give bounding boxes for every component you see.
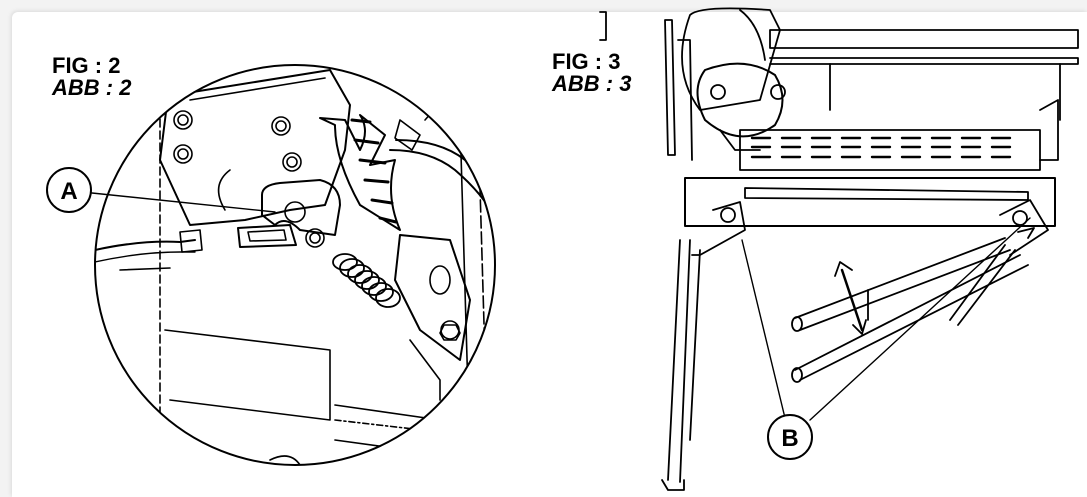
callout-a-text: A (60, 178, 77, 205)
callout-b-text: B (781, 425, 798, 452)
callout-a: A (46, 167, 276, 213)
figure-3-abb: ABB : 3 (552, 71, 632, 96)
callout-b: B (741, 217, 1031, 460)
figure-3-label: FIG : 3 ABB : 3 (552, 51, 631, 95)
figure-2-detail (94, 64, 496, 466)
bolt-icon (173, 110, 325, 248)
figure-2-abb: ABB : 2 (52, 75, 132, 100)
figure-3-title: FIG : 3 (552, 49, 621, 74)
manual-page (12, 12, 1087, 497)
figure-3-saw-stand (599, 7, 1079, 491)
figure-2-title: FIG : 2 (52, 53, 121, 78)
figure-2-label: FIG : 2 ABB : 2 (52, 55, 131, 99)
